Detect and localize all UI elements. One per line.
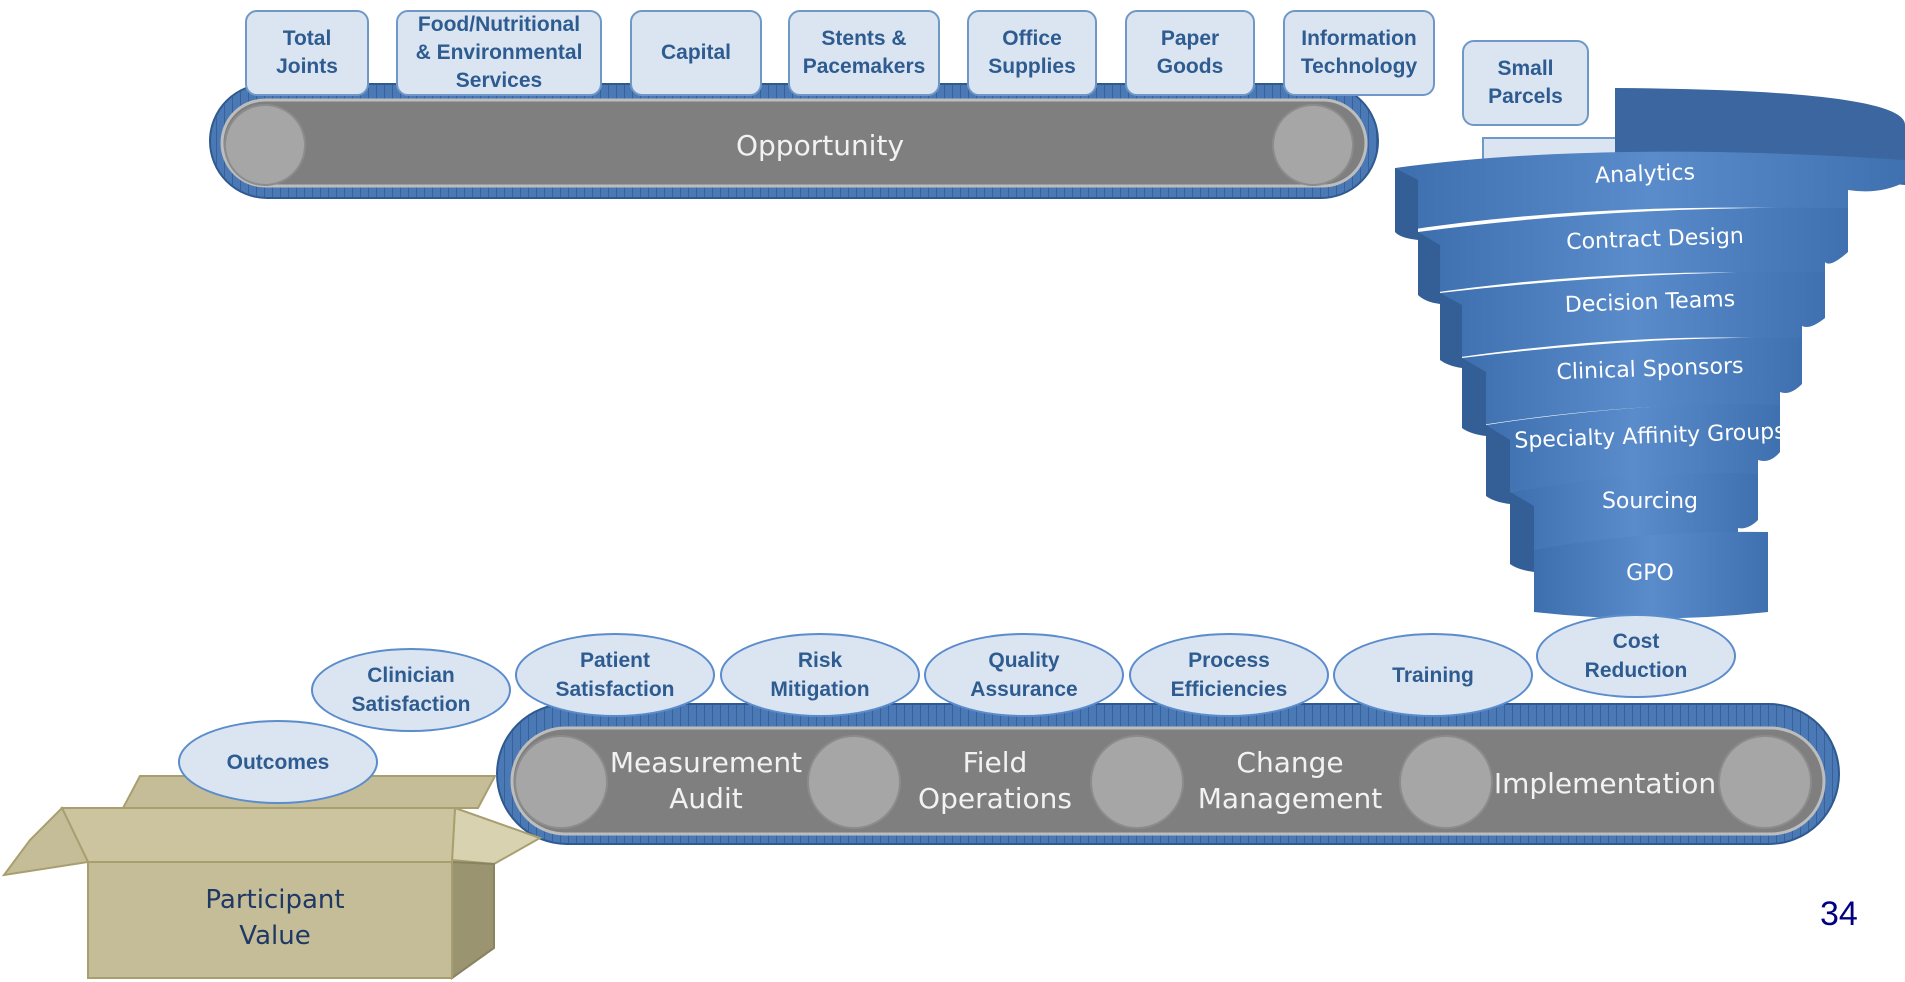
value-ellipse-process-efficiencies[interactable]: Process Efficiencies bbox=[1129, 633, 1329, 717]
bottom-conveyor-belt bbox=[496, 703, 1840, 845]
value-ellipse-quality-assurance[interactable]: Quality Assurance bbox=[924, 633, 1124, 717]
category-box-stents-pacemakers[interactable]: Stents & Pacemakers bbox=[788, 10, 940, 96]
value-ellipse-outcomes[interactable]: Outcomes bbox=[178, 720, 378, 804]
value-ellipse-training[interactable]: Training bbox=[1333, 633, 1533, 717]
category-box-capital[interactable]: Capital bbox=[630, 10, 762, 96]
category-box-information-technology[interactable]: Information Technology bbox=[1283, 10, 1435, 96]
page-number: 34 bbox=[1820, 895, 1858, 933]
participant-value-label: Participant Value bbox=[205, 885, 345, 951]
roller bbox=[1090, 735, 1184, 829]
roller bbox=[807, 735, 901, 829]
opportunity-label: Opportunity bbox=[735, 129, 905, 162]
roller bbox=[1399, 735, 1493, 829]
category-box-office-supplies[interactable]: Office Supplies bbox=[967, 10, 1097, 96]
roller bbox=[1718, 735, 1812, 829]
stage-implementation: Implementation bbox=[1493, 767, 1717, 800]
stage-change-management: Change Management bbox=[1197, 746, 1383, 815]
funnel-layer-gpo: GPO bbox=[1626, 561, 1674, 586]
roller bbox=[1272, 104, 1354, 186]
value-ellipse-clinician-satisfaction[interactable]: Clinician Satisfaction bbox=[311, 648, 511, 732]
funnel-spiral bbox=[1395, 88, 1905, 619]
top-conveyor-belt bbox=[209, 83, 1379, 199]
category-box-food-nutritional[interactable]: Food/Nutritional & Environmental Service… bbox=[396, 10, 602, 96]
category-box-paper-goods[interactable]: Paper Goods bbox=[1125, 10, 1255, 96]
stage-field-operations: Field Operations bbox=[918, 746, 1072, 815]
value-ellipse-cost-reduction[interactable]: Cost Reduction bbox=[1536, 614, 1736, 698]
category-box-total-joints[interactable]: Total Joints bbox=[245, 10, 369, 96]
value-ellipse-patient-satisfaction[interactable]: Patient Satisfaction bbox=[515, 633, 715, 717]
value-ellipse-risk-mitigation[interactable]: Risk Mitigation bbox=[720, 633, 920, 717]
stage-measurement-audit: Measurement Audit bbox=[609, 746, 803, 815]
category-box-small-parcels[interactable]: Small Parcels bbox=[1462, 40, 1589, 126]
funnel-layer-sourcing: Sourcing bbox=[1601, 489, 1699, 514]
roller bbox=[514, 735, 608, 829]
roller bbox=[224, 104, 306, 186]
